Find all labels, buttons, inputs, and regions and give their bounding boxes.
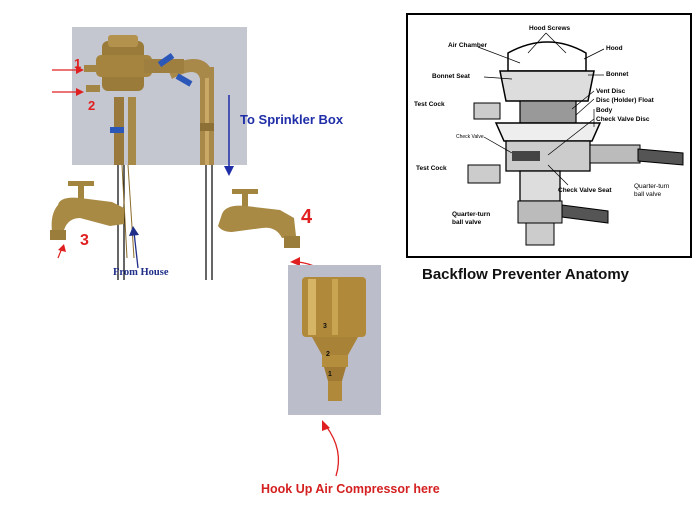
- number-3: 3: [80, 232, 89, 249]
- label-vent-disc: Vent Disc: [596, 88, 626, 95]
- label-hood: Hood: [606, 45, 623, 52]
- from-house-label: From House: [113, 267, 169, 278]
- label-quarter-turn-right: Quarter-turn ball valve: [634, 183, 670, 198]
- number-1: 1: [74, 56, 82, 71]
- anatomy-title: Backflow Preventer Anatomy: [422, 266, 630, 283]
- adapter-mark-3: 3: [323, 323, 327, 330]
- adapter-drawing: [288, 265, 381, 415]
- label-test-cock-bottom: Test Cock: [416, 165, 447, 172]
- backflow-preventer-photo: [72, 27, 247, 165]
- label-check-valve-seat: Check Valve Seat: [558, 187, 612, 194]
- label-check-valve-disc: Check Valve Disc: [596, 116, 650, 123]
- backflow-preventer-drawing: [72, 27, 247, 165]
- hook-up-compressor-label: Hook Up Air Compressor here: [261, 482, 440, 496]
- label-body: Body: [596, 107, 613, 114]
- label-check-valve: Check Valve: [456, 134, 484, 140]
- faucet-left: [50, 181, 124, 240]
- label-bonnet-seat: Bonnet Seat: [432, 73, 470, 80]
- label-hood-screws: Hood Screws: [529, 25, 571, 32]
- label-disc-float: Disc (Holder) Float: [596, 97, 654, 104]
- adapter-mark-2: 2: [326, 351, 330, 358]
- adapter-mark-1: 1: [328, 371, 332, 378]
- label-test-cock-top: Test Cock: [414, 101, 445, 108]
- adapter-photo: 3 2 1: [288, 265, 381, 415]
- number-2: 2: [88, 98, 96, 113]
- anatomy-diagram: Hood Screws Air Chamber Hood Bonnet Seat…: [406, 13, 692, 258]
- anatomy-drawing: [467, 32, 684, 246]
- label-air-chamber: Air Chamber: [448, 42, 488, 49]
- to-sprinkler-box-label: To Sprinkler Box: [240, 112, 344, 127]
- faucet-right: [218, 189, 300, 248]
- label-bonnet: Bonnet: [606, 71, 629, 78]
- label-quarter-turn-left: Quarter-turn ball valve: [452, 211, 491, 226]
- number-4: 4: [301, 206, 313, 228]
